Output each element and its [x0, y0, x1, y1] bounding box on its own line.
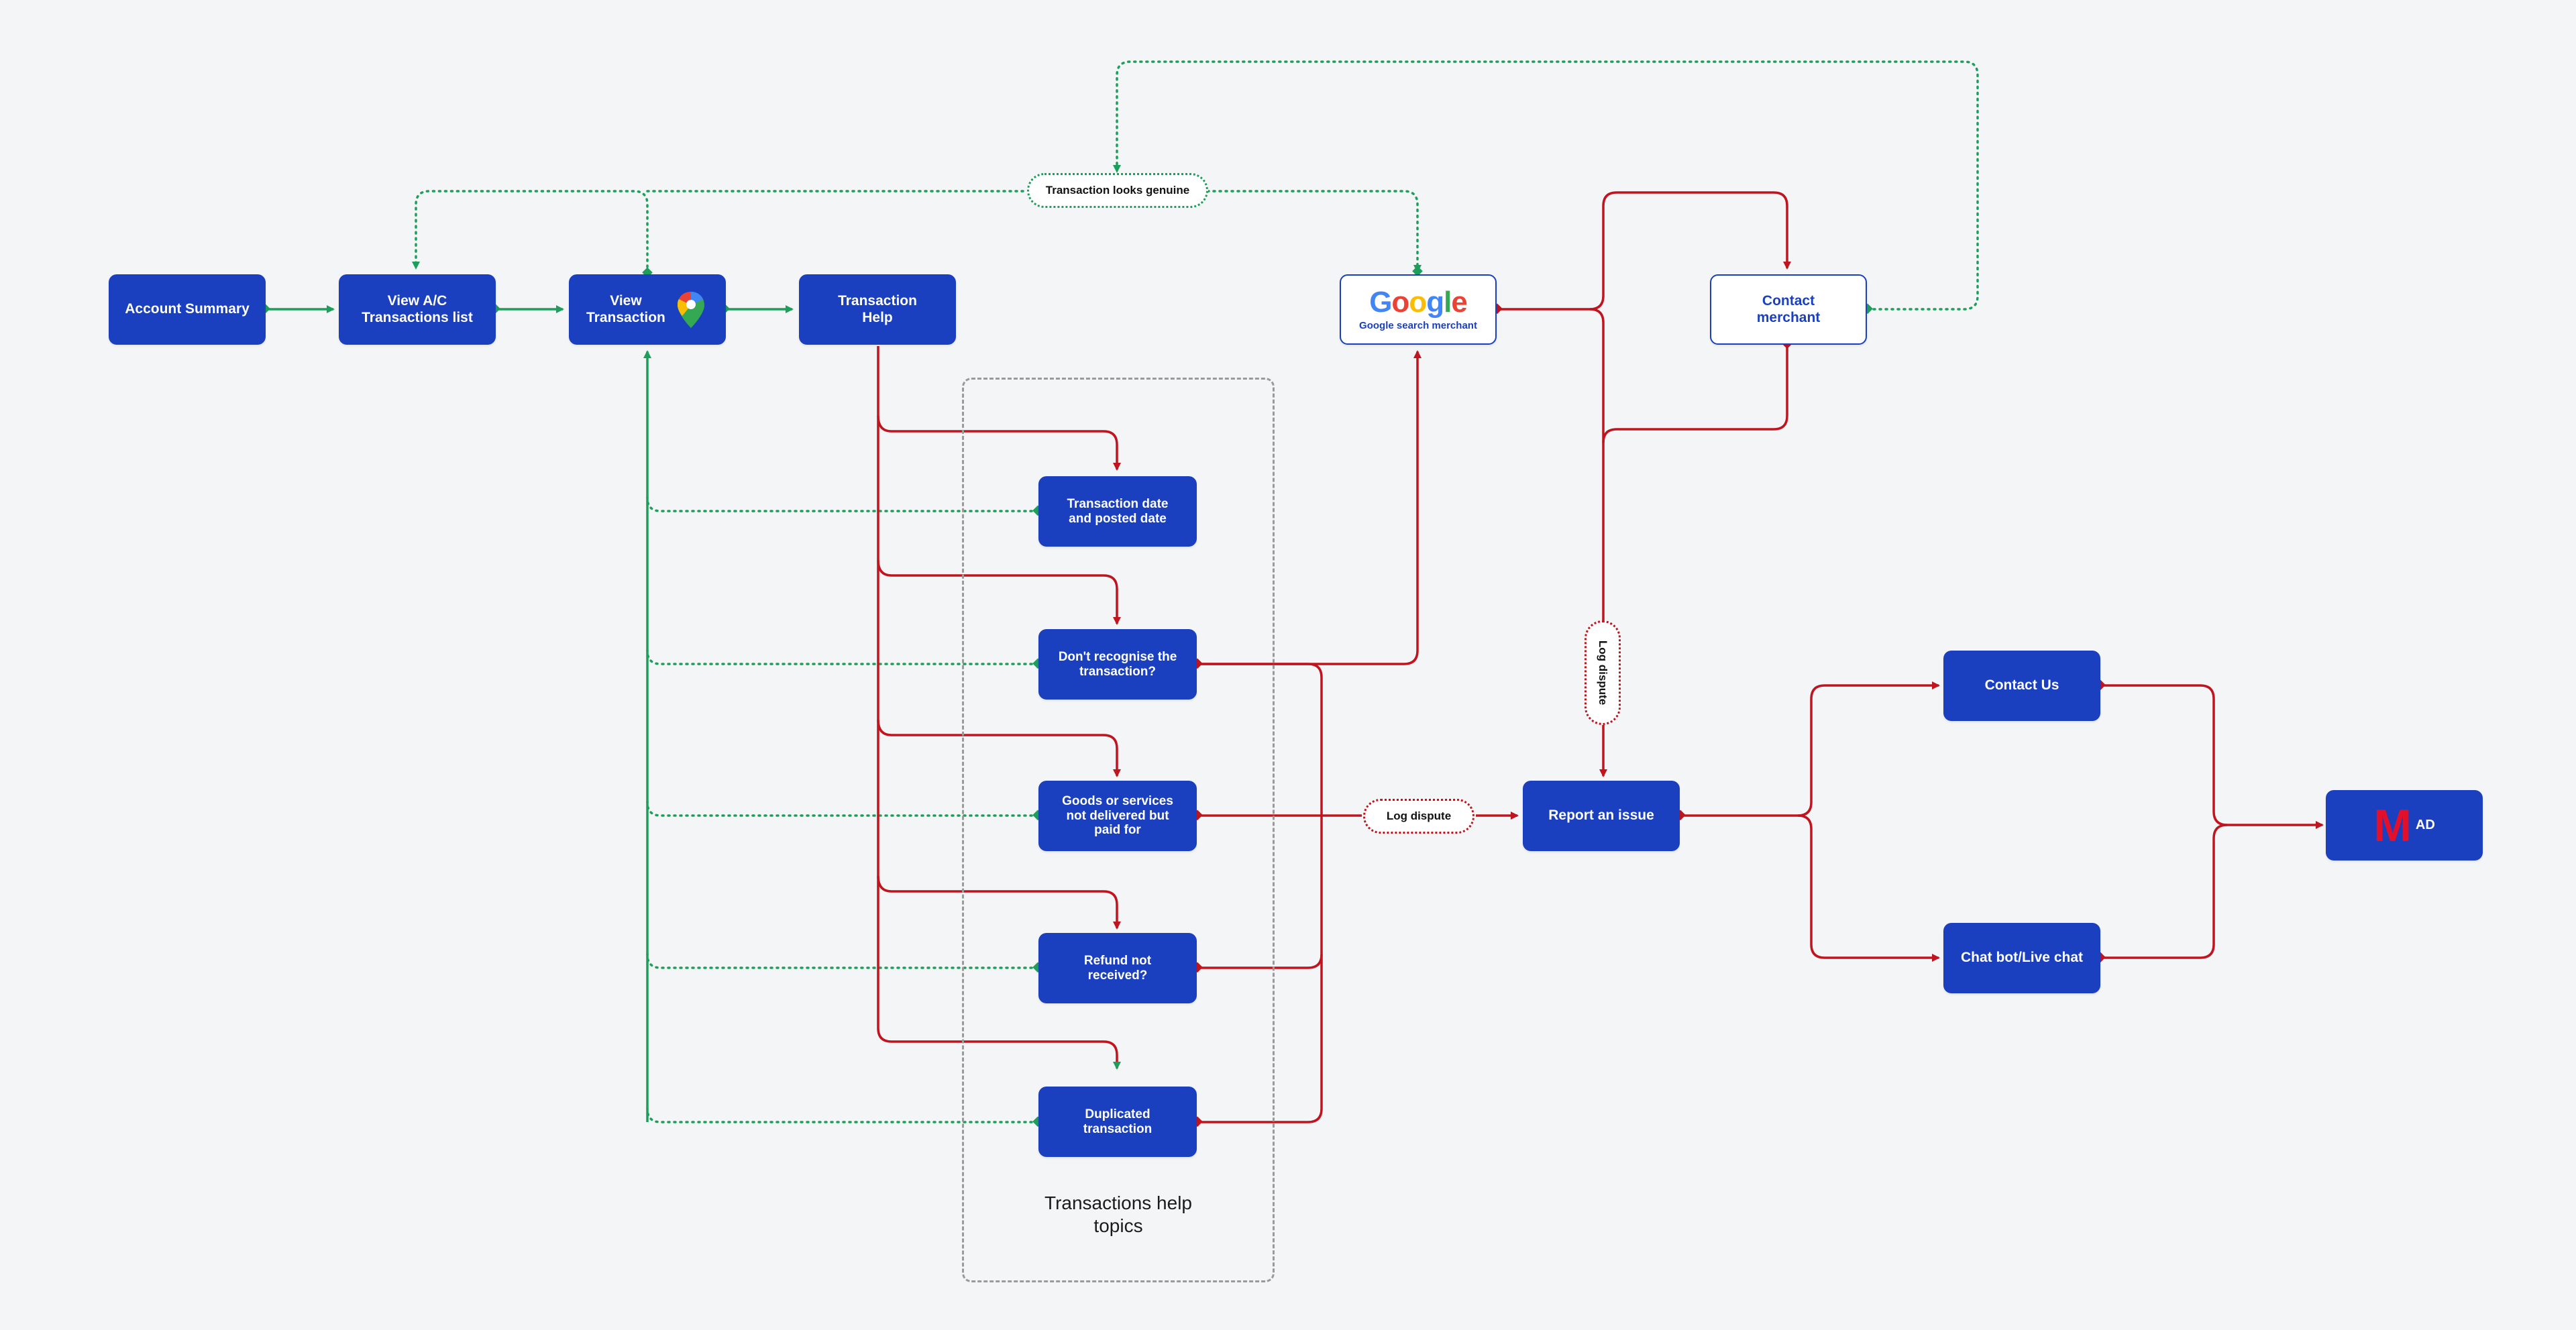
log-dispute-pill: Log dispute: [1363, 799, 1474, 834]
topic-duplicated-label: Duplicated transaction: [1083, 1107, 1152, 1136]
m-logo-icon: M: [2373, 799, 2412, 851]
contact-merchant-label: Contact merchant: [1756, 293, 1821, 325]
mad-logo-node[interactable]: M AD: [2326, 790, 2483, 861]
main-flow-arrows: [265, 305, 794, 1122]
log-dispute-label: Log dispute: [1386, 810, 1452, 822]
chatbot-label: Chat bot/Live chat: [1960, 950, 2084, 966]
transaction-looks-genuine-pill: Transaction looks genuine: [1027, 173, 1208, 208]
google-search-merchant-node[interactable]: Google Google search merchant: [1340, 274, 1497, 345]
account-summary-label: Account Summary: [125, 301, 250, 317]
maps-pin-icon: [676, 290, 706, 329]
view-transaction-label: View Transaction: [586, 293, 665, 325]
log-dispute-vertical-pill: Log dispute: [1585, 620, 1621, 725]
issue-flow-arrows: [877, 191, 2324, 1123]
topic-refund-label: Refund not received?: [1083, 953, 1152, 983]
contact-us-label: Contact Us: [1984, 677, 2059, 694]
topic-refund-node[interactable]: Refund not received?: [1038, 933, 1197, 1003]
chatbot-node[interactable]: Chat bot/Live chat: [1943, 923, 2100, 993]
view-transactions-list-node[interactable]: View A/C Transactions list: [339, 274, 496, 345]
transaction-looks-genuine-label: Transaction looks genuine: [1045, 184, 1190, 197]
mad-logo-suffix: AD: [2415, 818, 2435, 832]
topic-dont-recognise-node[interactable]: Don't recognise the transaction?: [1038, 629, 1197, 700]
contact-us-node[interactable]: Contact Us: [1943, 651, 2100, 721]
google-search-merchant-label: Google search merchant: [1359, 319, 1477, 331]
log-dispute-vertical-label: Log dispute: [1597, 640, 1610, 706]
account-summary-node[interactable]: Account Summary: [109, 274, 266, 345]
google-logo: Google: [1369, 285, 1468, 319]
contact-merchant-node[interactable]: Contact merchant: [1710, 274, 1867, 345]
report-issue-label: Report an issue: [1548, 808, 1654, 824]
topic-duplicated-node[interactable]: Duplicated transaction: [1038, 1087, 1197, 1157]
view-transactions-list-label: View A/C Transactions list: [362, 293, 473, 325]
help-topics-group-label: Transactions help topics: [1044, 1193, 1192, 1236]
topic-transaction-dates-label: Transaction date and posted date: [1067, 496, 1169, 526]
topic-not-delivered-label: Goods or services not delivered but paid…: [1062, 793, 1173, 838]
transaction-help-node[interactable]: Transaction Help: [799, 274, 956, 345]
topic-transaction-dates-node[interactable]: Transaction date and posted date: [1038, 476, 1197, 547]
topic-dont-recognise-label: Don't recognise the transaction?: [1058, 649, 1177, 679]
topic-not-delivered-node[interactable]: Goods or services not delivered but paid…: [1038, 781, 1197, 851]
view-transaction-node[interactable]: View Transaction: [569, 274, 726, 345]
help-topics-group: [962, 378, 1275, 1282]
transaction-help-label: Transaction Help: [838, 293, 917, 325]
genuine-flow-dotted: [412, 60, 1979, 1123]
report-issue-node[interactable]: Report an issue: [1523, 781, 1680, 851]
